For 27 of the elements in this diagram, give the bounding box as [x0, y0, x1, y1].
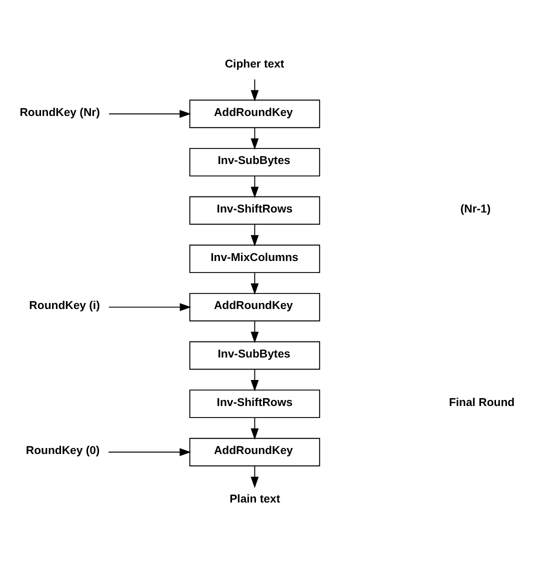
node-box: Inv-MixColumns: [189, 244, 320, 273]
node-text: RoundKey (Nr): [20, 106, 100, 118]
node-box: Inv-SubBytes: [189, 147, 320, 176]
node-box: AddRoundKey: [189, 292, 320, 321]
arrow: [250, 465, 259, 488]
arrow: [250, 272, 259, 294]
arrow: [108, 302, 192, 311]
arrow: [108, 448, 192, 456]
node-box: Inv-ShiftRows: [189, 196, 320, 224]
node-text: Plain text: [230, 492, 280, 505]
label: Final Round: [448, 396, 515, 408]
node-box: AddRoundKey: [189, 99, 320, 128]
node-box: Inv-ShiftRows: [189, 389, 320, 418]
label: (Nr-1): [460, 203, 491, 215]
arrow: [250, 320, 259, 343]
arrow: [250, 78, 259, 101]
arrow: [250, 175, 259, 198]
arrow: [250, 223, 259, 246]
node-box: Inv-SubBytes: [189, 340, 320, 370]
arrow: [250, 416, 259, 440]
arrow: [108, 109, 191, 118]
node-text: RoundKey (0): [26, 444, 100, 457]
node-text: RoundKey (i): [29, 300, 100, 312]
arrow: [250, 126, 259, 150]
node-text: Cipher text: [224, 58, 284, 70]
node-box: AddRoundKey: [189, 437, 320, 466]
arrow: [250, 368, 259, 391]
